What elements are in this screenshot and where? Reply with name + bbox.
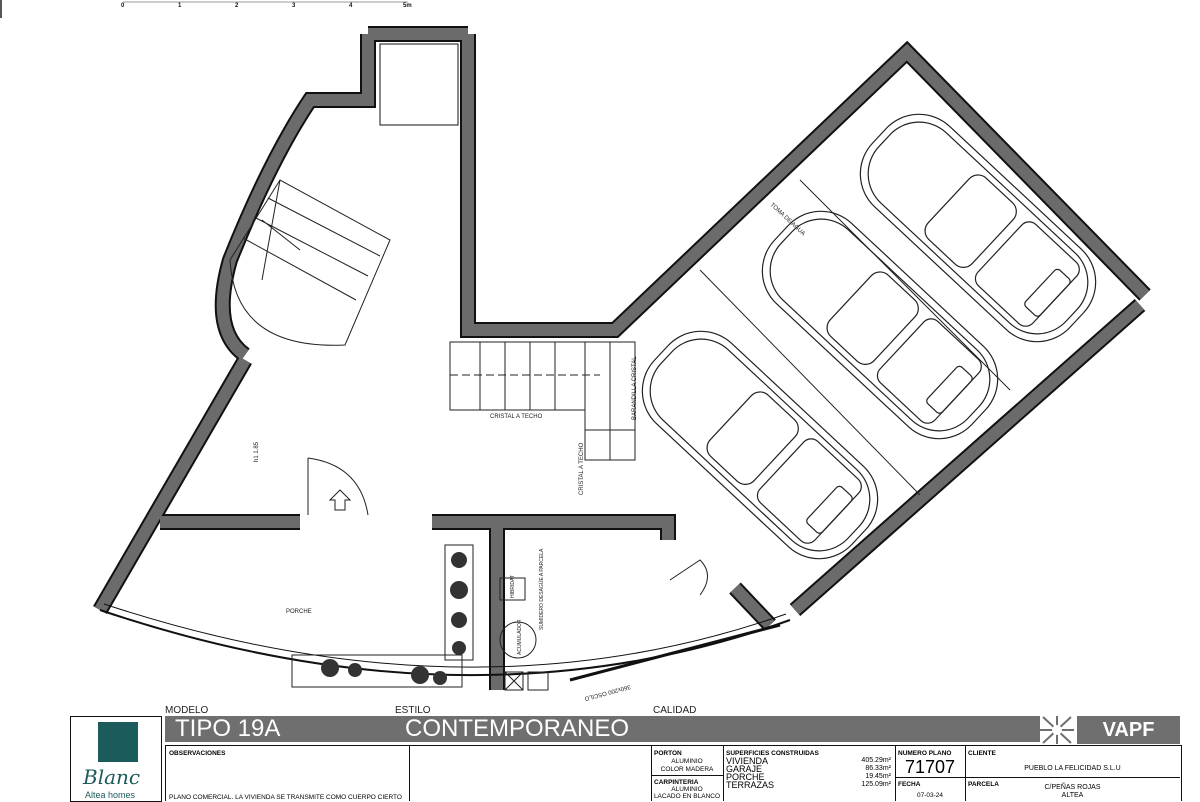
- vapf-text: VAPF: [1077, 716, 1180, 744]
- plano-cell: NUMERO PLANO 71707 FECHA 07-03-24: [895, 746, 966, 801]
- label-porche: PORCHE: [286, 609, 312, 615]
- car: [761, 210, 999, 440]
- superficies-label: SUPERFICIES CONSTRUIDAS: [726, 750, 819, 757]
- cars: [641, 113, 1097, 560]
- floor-plan: 0 1 2 3 4 5m: [0, 0, 1151, 701]
- blanc-logo: Blanc Altea homes: [70, 716, 162, 802]
- parcela-value: C/PEÑAS ROJAS: [1044, 784, 1101, 791]
- vapf-logo: VAPF: [1040, 716, 1180, 744]
- car: [641, 330, 879, 560]
- estilo-value: CONTEMPORANEO: [405, 715, 630, 742]
- walls: [93, 26, 1151, 690]
- label-barandilla: BARANDILLA CRISTAL: [632, 356, 638, 420]
- cliente-value: PUEBLO LA FELICIDAD S.L.U: [1024, 765, 1121, 772]
- modelo-value: TIPO 19A: [175, 715, 281, 742]
- porton-cell: PORTON ALUMINIO COLOR MADERA CARPINTERIA…: [651, 746, 724, 801]
- sunburst-icon: [1040, 716, 1074, 744]
- observaciones-cell: OBSERVACIONES PLANO COMERCIAL. LA VIVIEN…: [166, 746, 410, 801]
- parcela-value: ALTEA: [1061, 792, 1084, 799]
- estilo-label: ESTILO: [395, 705, 431, 716]
- numero-plano-value: 71707: [904, 757, 956, 777]
- scale-tick: 1: [178, 3, 182, 9]
- scale-tick: 0: [121, 3, 125, 9]
- scale-tick: 3: [292, 3, 296, 9]
- porton-value: COLOR MADERA: [660, 766, 714, 773]
- blank-cell: [409, 746, 652, 801]
- parcela-label: PARCELA: [968, 781, 999, 788]
- logo-sub: Altea homes: [85, 790, 136, 800]
- planters: [291, 544, 474, 688]
- label-cristal-techo: CRISTAL A TECHO: [579, 442, 585, 495]
- scale-bar: 0 1 2 3 4 5m: [121, 1, 412, 9]
- info-table: OBSERVACIONES PLANO COMERCIAL. LA VIVIEN…: [165, 745, 1182, 801]
- fecha-value: 07-03-24: [916, 792, 944, 799]
- label-toma-agua: TOMA DE AGUA: [769, 202, 806, 237]
- scale-tick: 4: [349, 3, 353, 9]
- carpinteria-value: LACADO EN BLANCO: [653, 793, 721, 800]
- observaciones-label: OBSERVACIONES: [169, 750, 226, 757]
- label-height: h1 1.85: [254, 441, 260, 462]
- label-oscilo: 360x200 OSCILO: [583, 683, 631, 701]
- logo-square: [98, 722, 138, 762]
- label-sumidero: SUMIDERO DESAGÜE A PARCELA: [538, 548, 545, 630]
- utility-room: [499, 577, 549, 691]
- modelo-label: MODELO: [165, 705, 209, 716]
- carpinteria-value: ALUMINIO: [671, 786, 703, 793]
- numero-plano-label: NUMERO PLANO: [898, 750, 952, 757]
- porton-label: PORTON: [654, 750, 682, 757]
- carpinteria-label: CARPINTERIA: [654, 779, 699, 786]
- logo-name: Blanc: [83, 765, 141, 789]
- cliente-cell: CLIENTE PUEBLO LA FELICIDAD S.L.U PARCEL…: [965, 746, 1180, 801]
- observaciones-text: PLANO COMERCIAL. LA VIVIENDA SE TRANSMIT…: [169, 794, 402, 801]
- calidad-label: CALIDAD: [653, 705, 697, 716]
- label-acumulador: ACUMULADOR: [517, 619, 523, 655]
- scale-tick: 2: [235, 3, 239, 9]
- porton-value: ALUMINIO: [671, 758, 703, 765]
- label-cristal-techo: CRISTAL A TECHO: [490, 414, 543, 420]
- staircase: [229, 179, 636, 461]
- doors: [307, 457, 708, 596]
- title-bar: TIPO 19A CONTEMPORANEO: [165, 716, 1040, 742]
- car: [859, 113, 1097, 343]
- label-hibridat: HIBRIDAT: [510, 575, 516, 598]
- cliente-label: CLIENTE: [968, 750, 996, 757]
- fecha-label: FECHA: [898, 781, 921, 788]
- scale-tick: 5m: [403, 3, 412, 9]
